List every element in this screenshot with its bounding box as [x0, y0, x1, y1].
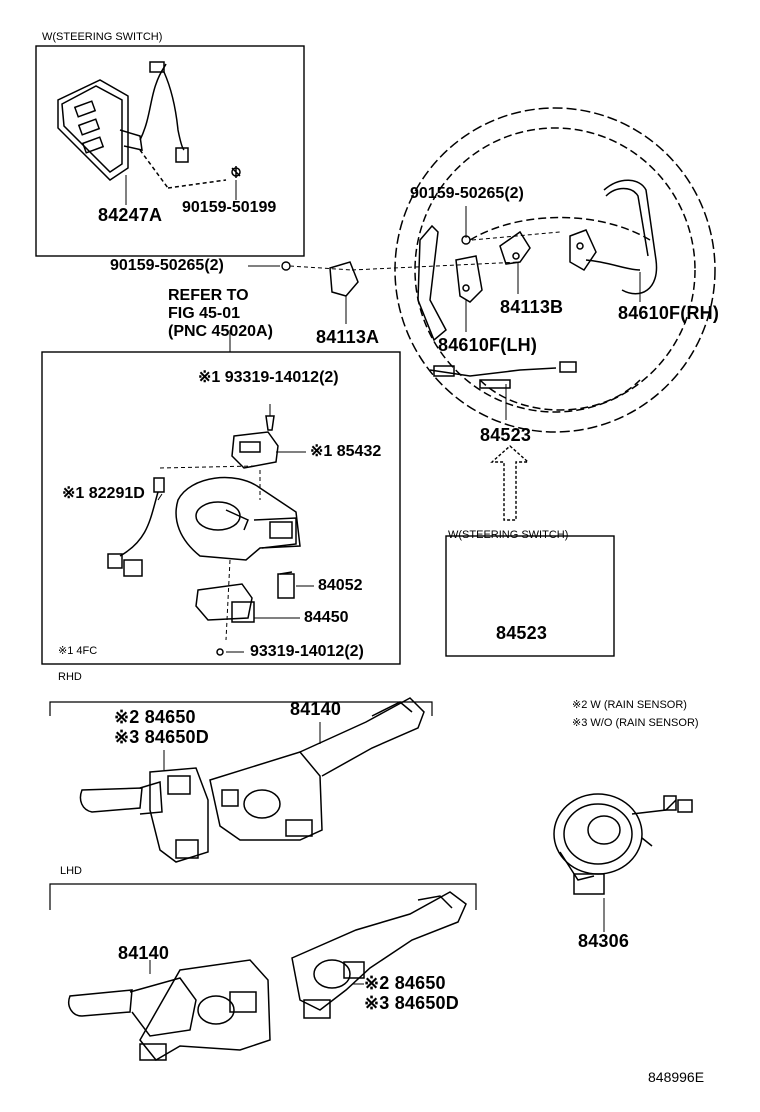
refer-line-3: (PNC 45020A): [168, 323, 273, 340]
combination-switch-drawing: [107, 404, 301, 656]
part-84610f-lh[interactable]: 84610F(LH): [438, 335, 538, 355]
part-84306[interactable]: 84306: [578, 931, 630, 951]
part-90159-50265-left[interactable]: 90159-50265(2): [110, 257, 224, 274]
refer-line-1: REFER TO: [168, 287, 249, 304]
diagram-id: 848996E: [648, 1069, 705, 1085]
part-82291d[interactable]: ※1 82291D: [62, 485, 145, 502]
legend-note-2: ※2 W (RAIN SENSOR): [572, 699, 687, 711]
section-rhd: RHD: [58, 671, 82, 683]
refer-line-2: FIG 45-01: [168, 305, 241, 322]
part-84650d-rhd[interactable]: ※3 84650D: [114, 727, 209, 747]
part-84113a[interactable]: 84113A: [316, 327, 380, 347]
part-84650d-lhd[interactable]: ※3 84650D: [364, 993, 459, 1013]
legend-note-3: ※3 W/O (RAIN SENSOR): [572, 717, 699, 729]
steering-switch-box-bottom: [445, 535, 615, 657]
steering-switch-note-top: W(STEERING SWITCH): [42, 31, 163, 43]
footnote-4fc: ※1 4FC: [58, 645, 98, 657]
part-84450[interactable]: 84450: [304, 609, 349, 626]
part-90159-50265-top[interactable]: 90159-50265(2): [410, 185, 524, 202]
part-84140-lhd[interactable]: 84140: [118, 943, 170, 963]
part-84650-rhd[interactable]: ※2 84650: [114, 707, 196, 727]
part-84523-main[interactable]: 84523: [480, 425, 532, 445]
steering-switch-note-bottom: W(STEERING SWITCH): [448, 529, 569, 541]
part-84610f-rh[interactable]: 84610F(RH): [618, 303, 720, 323]
up-arrow-icon: [490, 445, 530, 521]
part-84523-box[interactable]: 84523: [496, 623, 548, 643]
part-84650-lhd[interactable]: ※2 84650: [364, 973, 446, 993]
combination-switch-box: [41, 351, 401, 665]
steering-switch-drawing: [57, 61, 241, 189]
lhd-bracket: [49, 883, 477, 910]
section-lhd: LHD: [60, 865, 83, 877]
rhd-switches-drawing: [79, 697, 425, 863]
clock-spring-drawing: [553, 793, 693, 895]
part-84113b[interactable]: 84113B: [500, 297, 564, 317]
steering-wheel-drawing: [394, 107, 716, 433]
part-93319-14012-bottom[interactable]: 93319-14012(2): [250, 643, 364, 660]
part-93319-14012-top[interactable]: ※1 93319-14012(2): [198, 369, 339, 386]
part-90159-50199[interactable]: 90159-50199: [182, 199, 277, 216]
part-84247a[interactable]: 84247A: [98, 205, 163, 225]
part-85432[interactable]: ※1 85432: [310, 443, 382, 460]
rhd-bracket: [49, 701, 433, 716]
part-84140-rhd[interactable]: 84140: [290, 699, 342, 719]
steering-switch-box-top: [35, 45, 305, 257]
lhd-switches-drawing: [68, 891, 467, 1061]
part-84052[interactable]: 84052: [318, 577, 363, 594]
